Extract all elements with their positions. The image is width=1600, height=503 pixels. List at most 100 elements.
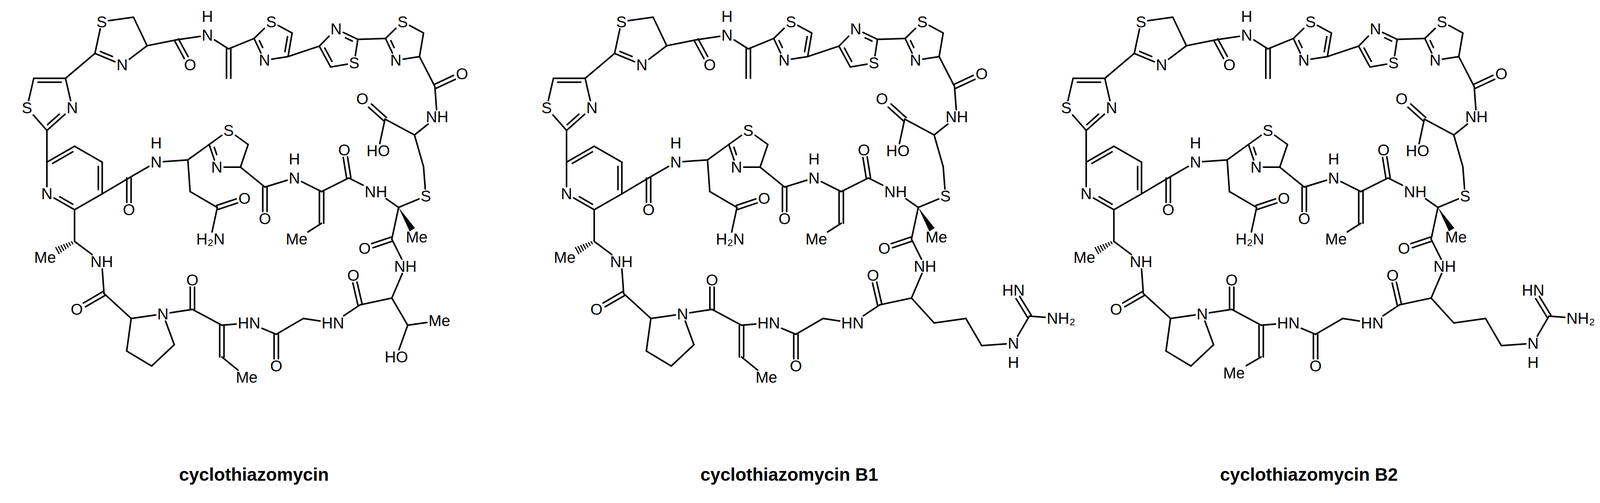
atom-label: N	[731, 159, 743, 176]
bond	[795, 318, 824, 335]
bond	[1256, 198, 1276, 206]
bond	[614, 53, 635, 62]
bond	[1360, 178, 1389, 192]
bond	[261, 328, 277, 335]
bond	[1165, 318, 1171, 352]
bond	[373, 241, 393, 249]
bond	[867, 156, 871, 178]
atom-label: NH	[1433, 258, 1457, 275]
bond	[759, 144, 768, 168]
bond	[734, 39, 749, 49]
compound-name: cyclothiazomycin B1	[700, 465, 878, 484]
atom-label: O	[757, 190, 771, 207]
bond	[414, 124, 429, 136]
atom-label: S	[1388, 55, 1399, 71]
bond	[876, 282, 882, 305]
bond	[33, 114, 47, 131]
bond	[865, 37, 872, 42]
bond	[954, 86, 957, 110]
atom-label: N	[150, 154, 162, 170]
bond	[1269, 48, 1272, 79]
bond	[749, 48, 752, 79]
atom-label: HN	[1277, 315, 1300, 331]
bond	[911, 207, 919, 240]
atom-label: N	[636, 57, 648, 73]
bond	[1086, 114, 1105, 131]
bond	[423, 166, 426, 190]
atom-label: O	[269, 358, 283, 374]
bond	[28, 78, 34, 101]
bond	[1327, 46, 1359, 57]
bond	[398, 207, 415, 232]
bond	[1279, 144, 1288, 168]
bond	[755, 135, 769, 145]
atom-label: N	[1328, 170, 1340, 186]
bond	[1394, 39, 1397, 56]
atom-label: N	[41, 185, 53, 202]
bond	[650, 314, 676, 319]
bond	[126, 178, 128, 203]
bond	[827, 223, 842, 233]
bond	[1227, 159, 1230, 192]
atom-label: HN	[1360, 315, 1384, 331]
bond	[1168, 166, 1189, 179]
atom-label: Me	[805, 231, 828, 247]
bond	[301, 181, 322, 192]
bond	[434, 75, 454, 85]
atom-label: N	[1527, 335, 1539, 352]
bond	[176, 36, 201, 40]
bond	[391, 239, 403, 260]
bond	[345, 37, 353, 42]
bond	[1453, 124, 1468, 136]
bond	[594, 146, 623, 163]
bond	[66, 243, 69, 248]
bond	[214, 39, 229, 49]
bond	[1485, 318, 1502, 346]
bond	[1312, 334, 1315, 360]
bond	[1099, 196, 1112, 205]
bond	[888, 107, 903, 122]
bond	[386, 198, 399, 208]
bond	[1340, 181, 1361, 192]
bond	[1141, 178, 1169, 195]
atom-label: O	[642, 202, 655, 218]
atom-label: N	[677, 306, 689, 322]
bond	[1453, 135, 1463, 167]
bond	[1227, 144, 1249, 160]
bond	[163, 159, 188, 162]
bond	[151, 345, 175, 367]
bond	[187, 159, 191, 192]
bond	[1029, 316, 1046, 318]
atom-label: N	[909, 52, 922, 68]
atom-label: O	[1397, 240, 1411, 257]
atom-label: N	[1297, 52, 1310, 68]
bond	[911, 273, 923, 299]
atom-label: S	[785, 14, 797, 30]
atom-label: O	[857, 142, 870, 158]
atom-label: S	[1436, 14, 1448, 30]
atom-label: S	[917, 14, 928, 30]
atom-label: H	[808, 151, 820, 167]
atom-label: N	[66, 100, 79, 116]
bond	[276, 318, 304, 335]
bond	[588, 242, 590, 246]
bond	[579, 196, 593, 205]
bond	[303, 318, 321, 322]
bond	[1442, 56, 1459, 60]
bond	[911, 298, 935, 324]
atom-label: H₂N	[196, 231, 225, 247]
bond	[126, 318, 132, 352]
bond	[287, 33, 292, 57]
bond	[1139, 51, 1152, 57]
atom-label: Me	[1324, 231, 1347, 247]
atom-label: S	[420, 188, 431, 204]
bond	[1067, 78, 1073, 101]
bond	[1388, 178, 1403, 186]
bond	[1134, 53, 1155, 62]
bond	[1453, 318, 1486, 324]
bond	[46, 146, 75, 163]
bond	[934, 318, 966, 324]
atom-label: HN	[841, 315, 864, 331]
bond	[1382, 157, 1387, 179]
atom-label: S	[1305, 14, 1316, 30]
